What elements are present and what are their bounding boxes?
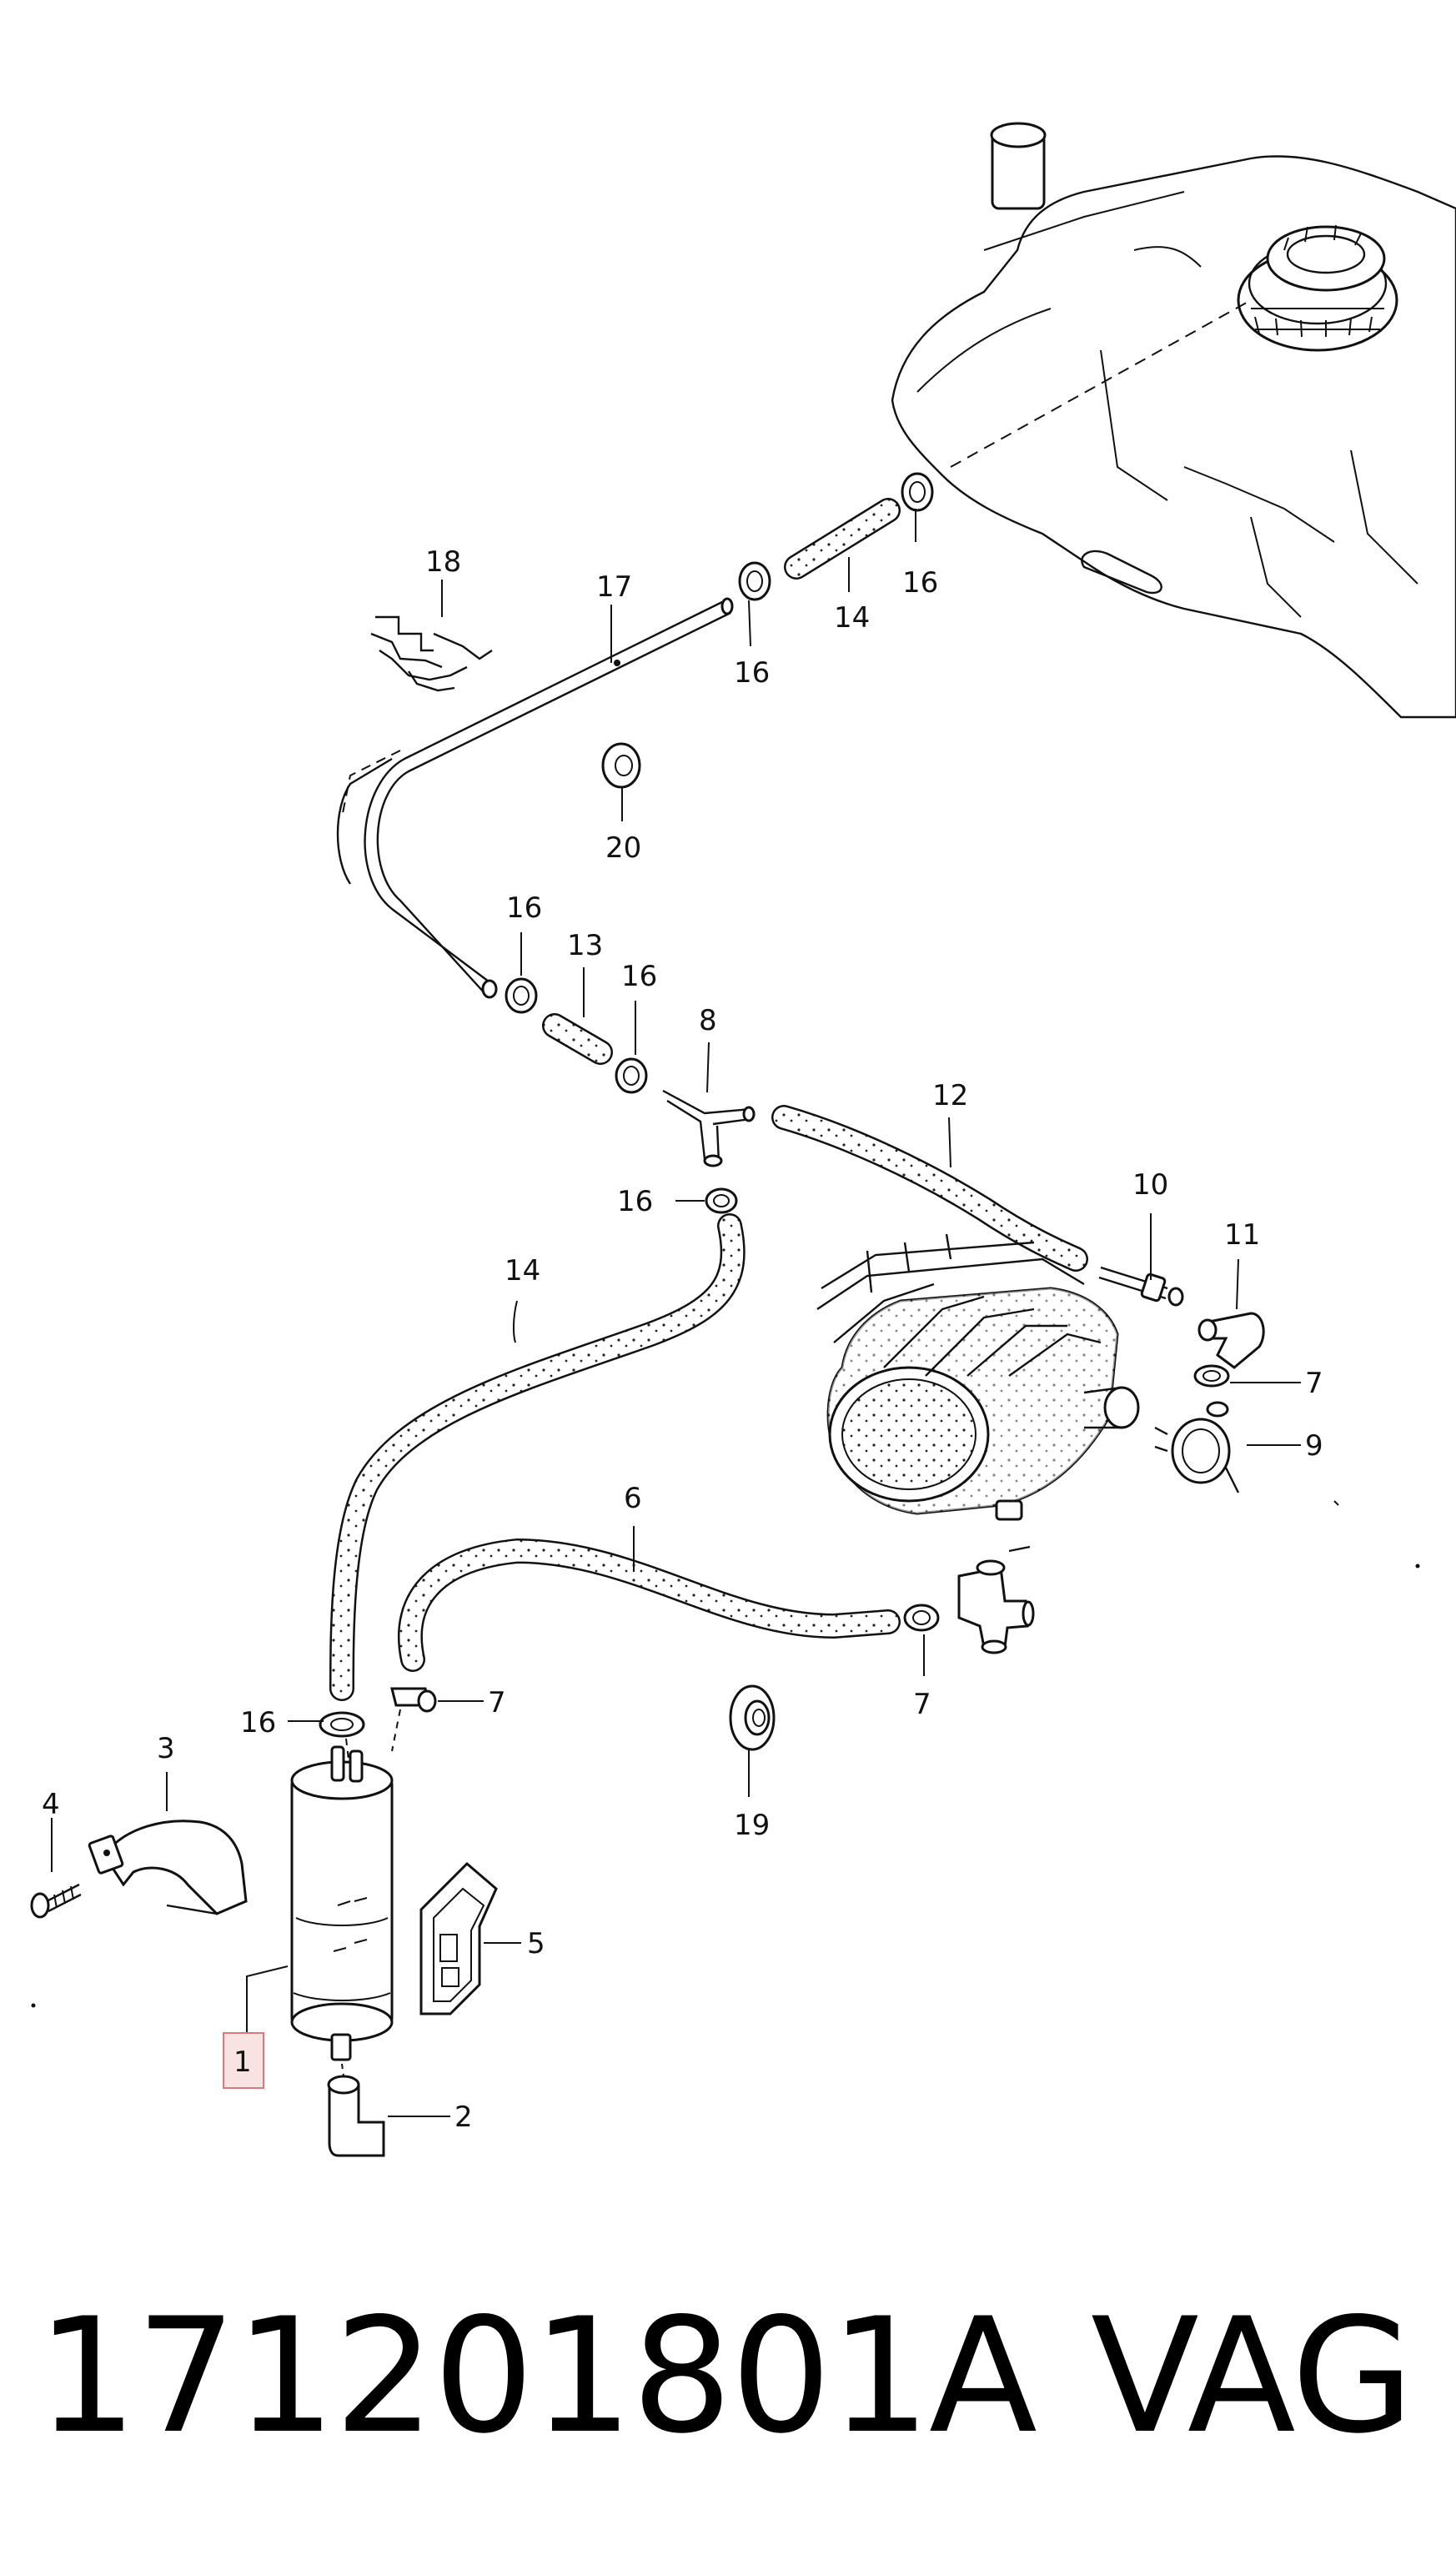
hose-clamp-16-c xyxy=(505,977,538,1014)
connector-10 xyxy=(1098,1266,1184,1307)
callout-7: 7 xyxy=(488,1686,506,1719)
hose-clamp-16-b xyxy=(738,561,771,601)
callout-14: 14 xyxy=(834,601,870,635)
air-intake-housing xyxy=(816,1233,1140,1521)
elbow-hose-2 xyxy=(327,2075,385,2157)
hose-clamp-16-e xyxy=(705,1187,738,1214)
callout-19: 19 xyxy=(734,1809,770,1842)
charcoal-canister-1 xyxy=(290,1745,394,2061)
hose-clamp-16-f xyxy=(319,1711,365,1738)
callout-16: 16 xyxy=(617,1185,653,1218)
callout-16: 16 xyxy=(621,960,657,993)
hose-14-lower xyxy=(329,1213,746,1701)
footer: 171201801A VAG xyxy=(0,2251,1456,2502)
elbow-11 xyxy=(1197,1312,1265,1369)
screw-4 xyxy=(30,1883,82,1919)
hose-12 xyxy=(771,1105,1088,1272)
hose-clamp-16-d xyxy=(615,1057,648,1094)
callout-3: 3 xyxy=(157,1732,175,1765)
hose-clip-18 xyxy=(370,615,493,692)
callout-18: 18 xyxy=(425,545,461,579)
callout-5: 5 xyxy=(527,1927,545,1960)
callout-4: 4 xyxy=(42,1788,60,1821)
vent-line-17 xyxy=(336,597,734,999)
callout-1: 1 xyxy=(233,2045,252,2079)
callout-7: 7 xyxy=(1305,1367,1323,1400)
brand-name: VAG xyxy=(1091,2284,1414,2468)
callout-12: 12 xyxy=(932,1079,968,1112)
callout-16: 16 xyxy=(240,1706,276,1739)
hose-clamp-16-a xyxy=(901,472,934,512)
fuel-tank xyxy=(891,122,1456,719)
callout-7: 7 xyxy=(913,1688,931,1721)
callout-20: 20 xyxy=(605,831,641,865)
callout-6: 6 xyxy=(624,1482,642,1515)
leader-lines xyxy=(51,509,1339,2117)
bracket-plate-5 xyxy=(419,1861,498,2015)
hose-clamp-7-b xyxy=(903,1604,940,1632)
callout-8: 8 xyxy=(699,1004,717,1037)
t-connector xyxy=(957,1545,1035,1654)
tank-connection-leader xyxy=(950,299,1252,468)
callout-11: 11 xyxy=(1224,1218,1260,1252)
hose-clamp-7-a xyxy=(1193,1364,1230,1388)
y-connector-8 xyxy=(662,1089,756,1167)
grommet-20 xyxy=(601,742,641,789)
hose-6 xyxy=(397,1538,901,1672)
callout-10: 10 xyxy=(1132,1168,1168,1202)
callout-9: 9 xyxy=(1305,1429,1323,1463)
callout-16: 16 xyxy=(902,566,938,600)
valve-9 xyxy=(1154,1401,1240,1493)
hose-14-upper xyxy=(784,498,901,580)
mounting-strap-3 xyxy=(88,1820,248,1915)
callout-16: 16 xyxy=(734,656,770,690)
callout-14: 14 xyxy=(505,1254,540,1288)
callout-17: 17 xyxy=(596,570,632,604)
stray-dot xyxy=(31,2003,36,2008)
hose-13 xyxy=(542,1013,613,1065)
stray-dot xyxy=(1415,1564,1420,1569)
callout-2: 2 xyxy=(454,2101,473,2134)
part-number: 171201801A xyxy=(37,2284,1037,2468)
callout-13: 13 xyxy=(567,929,603,962)
callout-1-highlight xyxy=(223,2032,264,2089)
hose-clamp-7-c xyxy=(390,1687,437,1713)
grommet-19 xyxy=(729,1684,776,1751)
callout-labels: 18 17 16 14 16 20 16 13 16 8 12 16 10 11… xyxy=(42,545,1323,2134)
callout-16: 16 xyxy=(506,891,542,925)
